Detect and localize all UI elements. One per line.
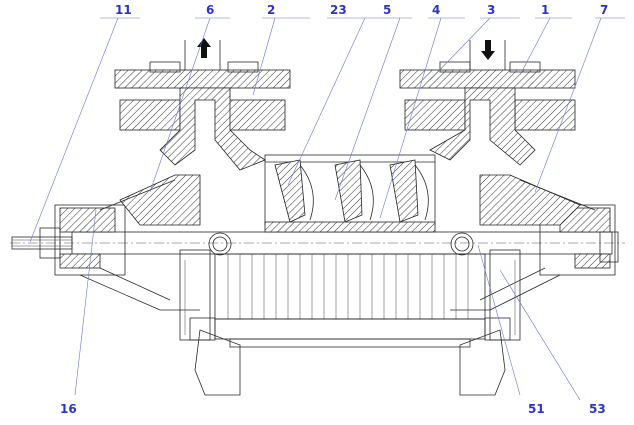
right-support-foot [459,249,521,396]
callout-2: 2 [267,3,275,17]
inlet-arrow [481,40,495,60]
callout-53: 53 [589,402,606,416]
stage-casings [264,154,436,233]
suction-casing [479,174,596,226]
callout-1: 1 [541,3,549,17]
callout-6: 6 [206,3,214,17]
seal-rings [208,232,474,256]
callout-51: 51 [528,402,545,416]
discharge-casing [99,174,201,226]
left-support-foot [179,249,241,396]
callout-5: 5 [383,3,391,17]
leader-lines [29,17,625,401]
rotor-stack [214,253,486,348]
callout-23: 23 [330,3,347,17]
callout-3: 3 [487,3,495,17]
outlet-arrow [197,38,211,58]
shaft [10,231,625,255]
callout-labels: 11 6 2 23 5 4 3 1 7 16 51 53 [60,3,608,416]
inlet-nozzle [399,40,576,166]
callout-4: 4 [432,3,440,17]
callout-16: 16 [60,402,77,416]
callout-7: 7 [600,3,608,17]
callout-11: 11 [115,3,132,17]
outlet-nozzle [114,40,291,171]
